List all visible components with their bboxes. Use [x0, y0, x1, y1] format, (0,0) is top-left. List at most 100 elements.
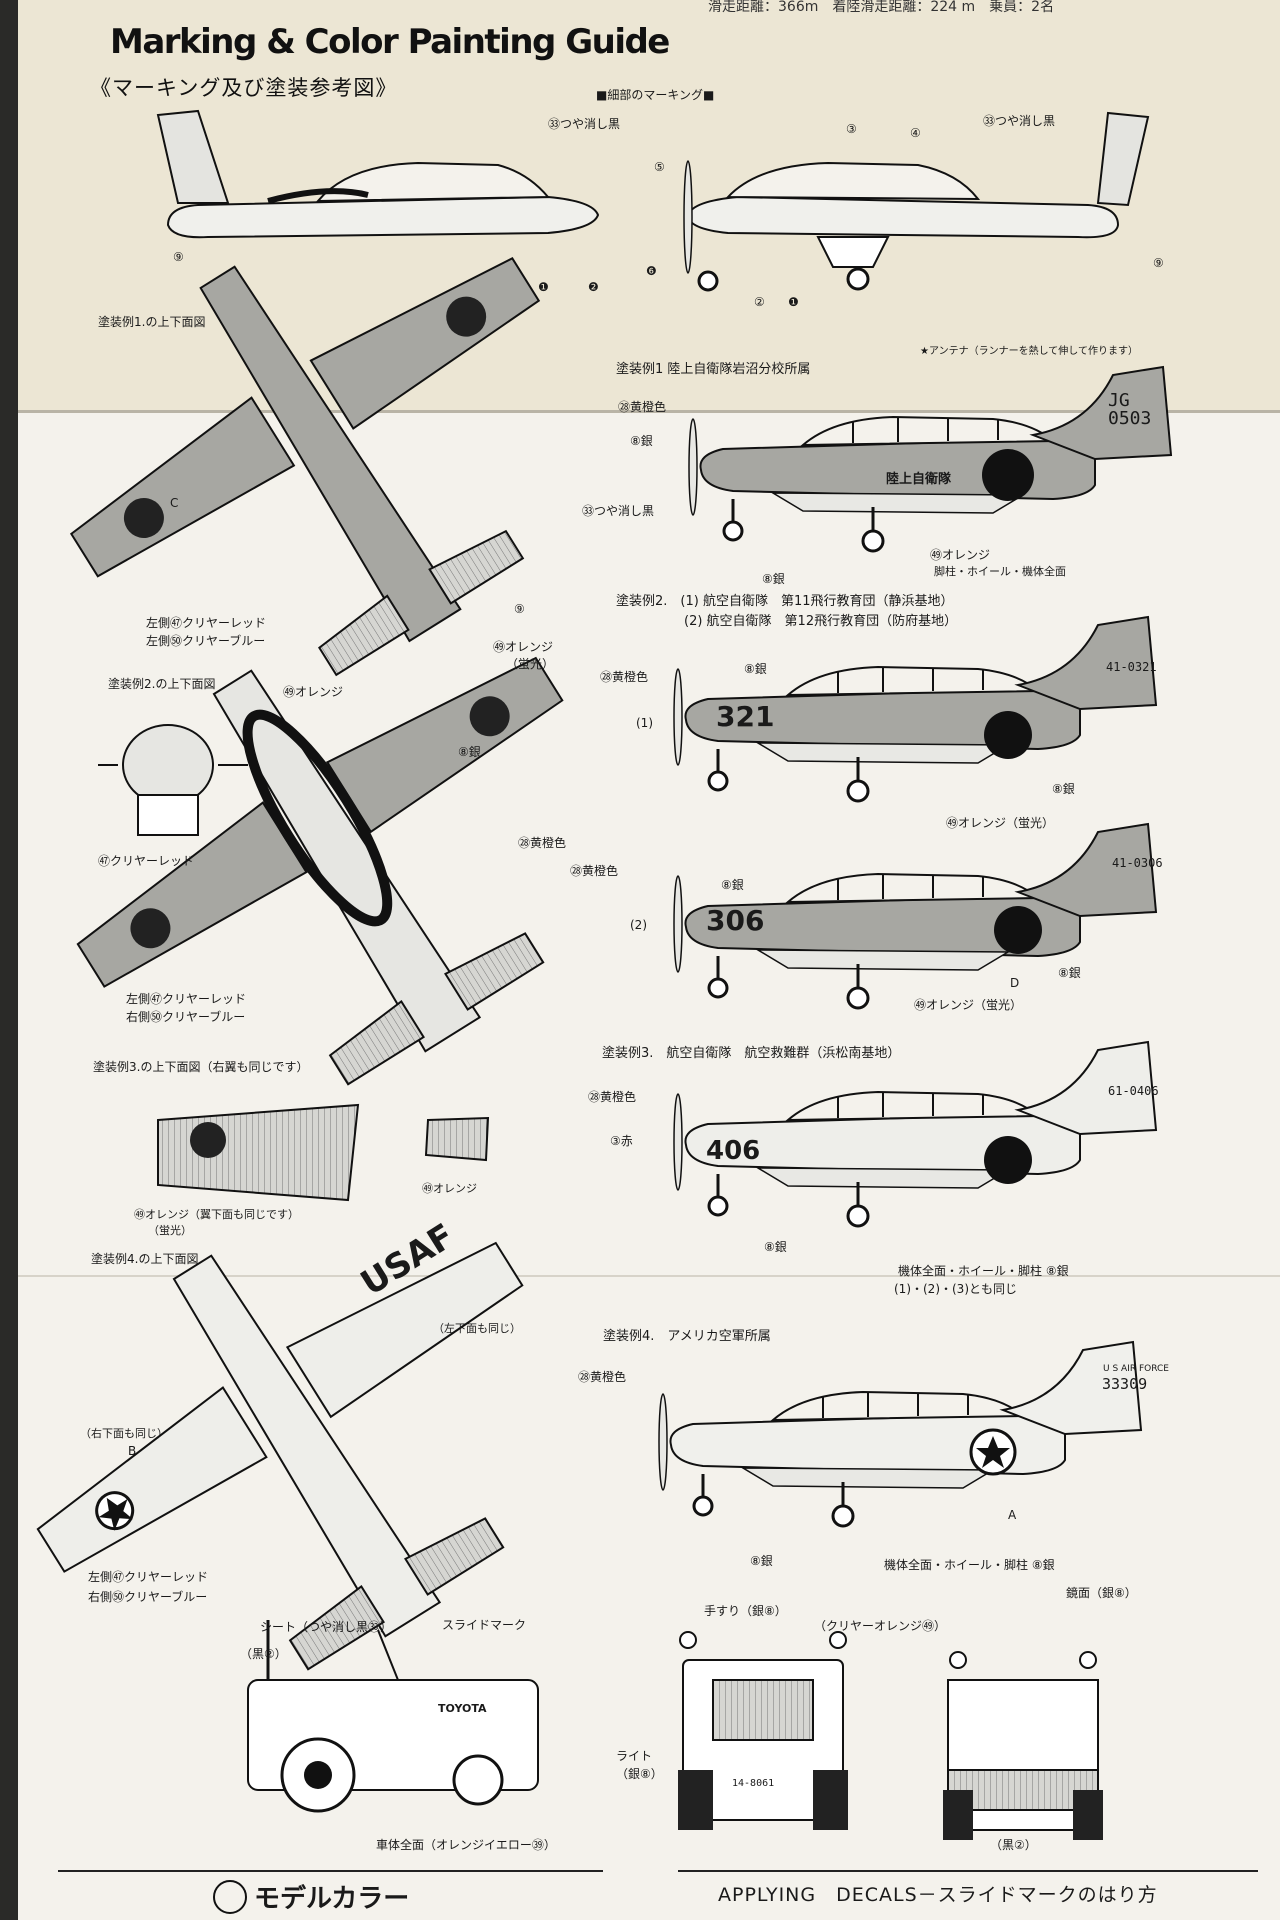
label-silver: ⑧銀 [1058, 966, 1081, 980]
tail-code: JG 0503 [1108, 390, 1152, 429]
decals-heading: APPLYING DECALS－スライドマークのはり方 [718, 1884, 1158, 1906]
label-orange: ㊾オレンジ [493, 640, 554, 654]
label-matte-black: ㉝つや消し黒 [582, 504, 655, 518]
scheme3-plan-label: 塗装例3.の上下面図（右翼も同じです） [93, 1060, 309, 1074]
label-silver: ⑧銀 [1052, 782, 1075, 796]
specs-text: 滑走距離：366m 着陸滑走距離：224 m 乗員：2名 [708, 0, 1055, 15]
label-orange: ㊾オレンジ（蛍光） [946, 816, 1055, 830]
fuselage-code: 306 [706, 904, 765, 937]
label-yellow-orange: ㉘黄橙色 [570, 864, 619, 878]
label-red: ③赤 [610, 1134, 633, 1148]
label-letter: A [1008, 1508, 1017, 1522]
callout-number: ❻ [646, 264, 657, 278]
label-left-red: 左側㊼クリヤーレッド [146, 616, 267, 630]
fold-line [18, 410, 1280, 413]
label-fluorescent: （蛍光） [148, 1224, 192, 1237]
tail-number: 33309 [1102, 1375, 1148, 1393]
label-silver: ⑧銀 [750, 1554, 773, 1568]
fuselage-code: 321 [716, 700, 775, 733]
plane-number: (1) [636, 716, 653, 730]
callout-number: ④ [910, 126, 921, 140]
scheme3-note: (1)・(2)・(3)とも同じ [894, 1282, 1017, 1296]
tail-code: 41-0321 [1106, 660, 1157, 674]
tug-orange-label: （クリヤーオレンジ㊾） [814, 1619, 947, 1633]
tug-light-label: ライト [616, 1749, 653, 1763]
label-silver: ⑧銀 [630, 434, 653, 448]
tug-body-label: 車体全面（オレンジイエロー㊴） [376, 1838, 556, 1852]
antenna-note: ★アンテナ（ランナーを熱して伸して作ります） [920, 346, 1138, 357]
label-yellow-orange: ㉘黄橙色 [518, 836, 567, 850]
callout-number: ③ [846, 122, 857, 136]
callout-number: ❶ [538, 280, 549, 294]
tug-light-silver: （銀⑧） [616, 1767, 663, 1781]
tug-black-label: （黒②） [990, 1838, 1037, 1852]
tail-text: U S AIR FORCE [1103, 1364, 1169, 1374]
callout-number: ❶ [788, 295, 799, 309]
tug-plate: 14-8061 [732, 1778, 775, 1789]
tug-black-label: （黒②） [240, 1647, 287, 1661]
callout-number: ⑤ [654, 160, 665, 174]
detail-markings-heading: ■細部のマーキング■ [596, 88, 715, 102]
scheme4-title: 塗装例4. アメリカ空軍所属 [603, 1329, 771, 1344]
label-orange: ㊾オレンジ（翼下面も同じです） [134, 1208, 299, 1221]
label-letter: D [1010, 976, 1020, 990]
tug-seat-label: シート（つや消し黒㉝） [260, 1620, 393, 1634]
footer-rule [58, 1870, 603, 1872]
page-subtitle: 《マーキング及び塗装参考図》 [90, 76, 398, 100]
label-yellow-orange: ㉘黄橙色 [588, 1090, 637, 1104]
fuselage-code: 406 [706, 1136, 761, 1166]
scheme4-note: 機体全面・ホイール・脚柱 ⑧銀 [884, 1558, 1055, 1572]
tug-rail-label: 手すり（銀⑧） [704, 1604, 787, 1618]
label-silver: ⑧銀 [762, 572, 785, 586]
label-silver: ⑧銀 [458, 745, 481, 759]
label-left-red: 左側㊼クリヤーレッド [88, 1570, 209, 1584]
label-yellow-orange: ㉘黄橙色 [618, 400, 667, 414]
label-left-blue: 左側㊿クリヤーブルー [146, 634, 266, 648]
label-orange: ㊾オレンジ [930, 548, 991, 562]
gear-note: 脚柱・ホイール・機体全面 [934, 565, 1066, 578]
scheme3-title: 塗装例3. 航空自衛隊 航空救難群（浜松南基地） [602, 1046, 901, 1061]
callout-number: ⑨ [514, 602, 525, 616]
fuselage-text: 陸上自衛隊 [886, 472, 952, 487]
label-silver: ⑧銀 [764, 1240, 787, 1254]
scheme4-plan-label: 塗装例4.の上下面図 [91, 1252, 199, 1266]
label-letter: B [128, 1444, 137, 1458]
callout-number: ❷ [588, 280, 599, 294]
label-orange: ㊾オレンジ [283, 685, 344, 699]
scheme2-plan-label: 塗装例2.の上下面図 [108, 677, 216, 691]
fold-line [18, 1275, 1280, 1277]
callout-number: ⑨ [1153, 256, 1164, 270]
label-right-blue: 右側㊿クリヤーブルー [126, 1010, 246, 1024]
scheme3-note: 機体全面・ホイール・脚柱 ⑧銀 [898, 1264, 1069, 1278]
scheme1-plan-label: 塗装例1.の上下面図 [98, 315, 206, 329]
aircraft-illustrations [36, 109, 1173, 1840]
tug-mirror-label: 鏡面（銀⑧） [1066, 1586, 1137, 1600]
footer-rule [678, 1870, 1258, 1872]
footer-brand: モデルカラー [254, 1884, 410, 1914]
label-same: （左下面も同じ） [433, 1322, 521, 1335]
label-yellow-orange: ㉘黄橙色 [600, 670, 649, 684]
scheme2-title: 塗装例2. (1) 航空自衛隊 第11飛行教育団（静浜基地） [616, 594, 954, 609]
label-same: （右下面も同じ） [80, 1427, 168, 1440]
scheme2-title-2: (2) 航空自衛隊 第12飛行教育団（防府基地） [684, 614, 958, 629]
label-orange: ㊾オレンジ [422, 1182, 477, 1195]
label-left-red: 左側㊼クリヤーレッド [126, 992, 247, 1006]
label-matte-black: ㉝つや消し黒 [548, 117, 621, 131]
label-silver: ⑧銀 [721, 878, 744, 892]
label-matte-black: ㉝つや消し黒 [983, 114, 1056, 128]
label-yellow-orange: ㉘黄橙色 [578, 1370, 627, 1384]
label-fluorescent: （蛍光） [506, 657, 555, 671]
callout-number: ⑨ [173, 250, 184, 264]
tail-code: 61-0406 [1108, 1084, 1159, 1098]
tug-slide-label: スライドマーク [442, 1618, 527, 1632]
label-orange: ㊾オレンジ（蛍光） [914, 998, 1023, 1012]
instruction-sheet: 滑走距離：366m 着陸滑走距離：224 m 乗員：2名 Marking & C… [18, 0, 1280, 1920]
plane-number: (2) [630, 918, 647, 932]
label-letter: C [170, 496, 179, 510]
label-right-blue: 右側㊿クリヤーブルー [88, 1590, 208, 1604]
brand-logo-icon [213, 1880, 247, 1914]
callout-number: ② [754, 295, 765, 309]
tail-code: 41-0306 [1112, 856, 1163, 870]
tug-brand: TOYOTA [438, 1702, 487, 1715]
page-title: Marking & Color Painting Guide [110, 22, 670, 62]
